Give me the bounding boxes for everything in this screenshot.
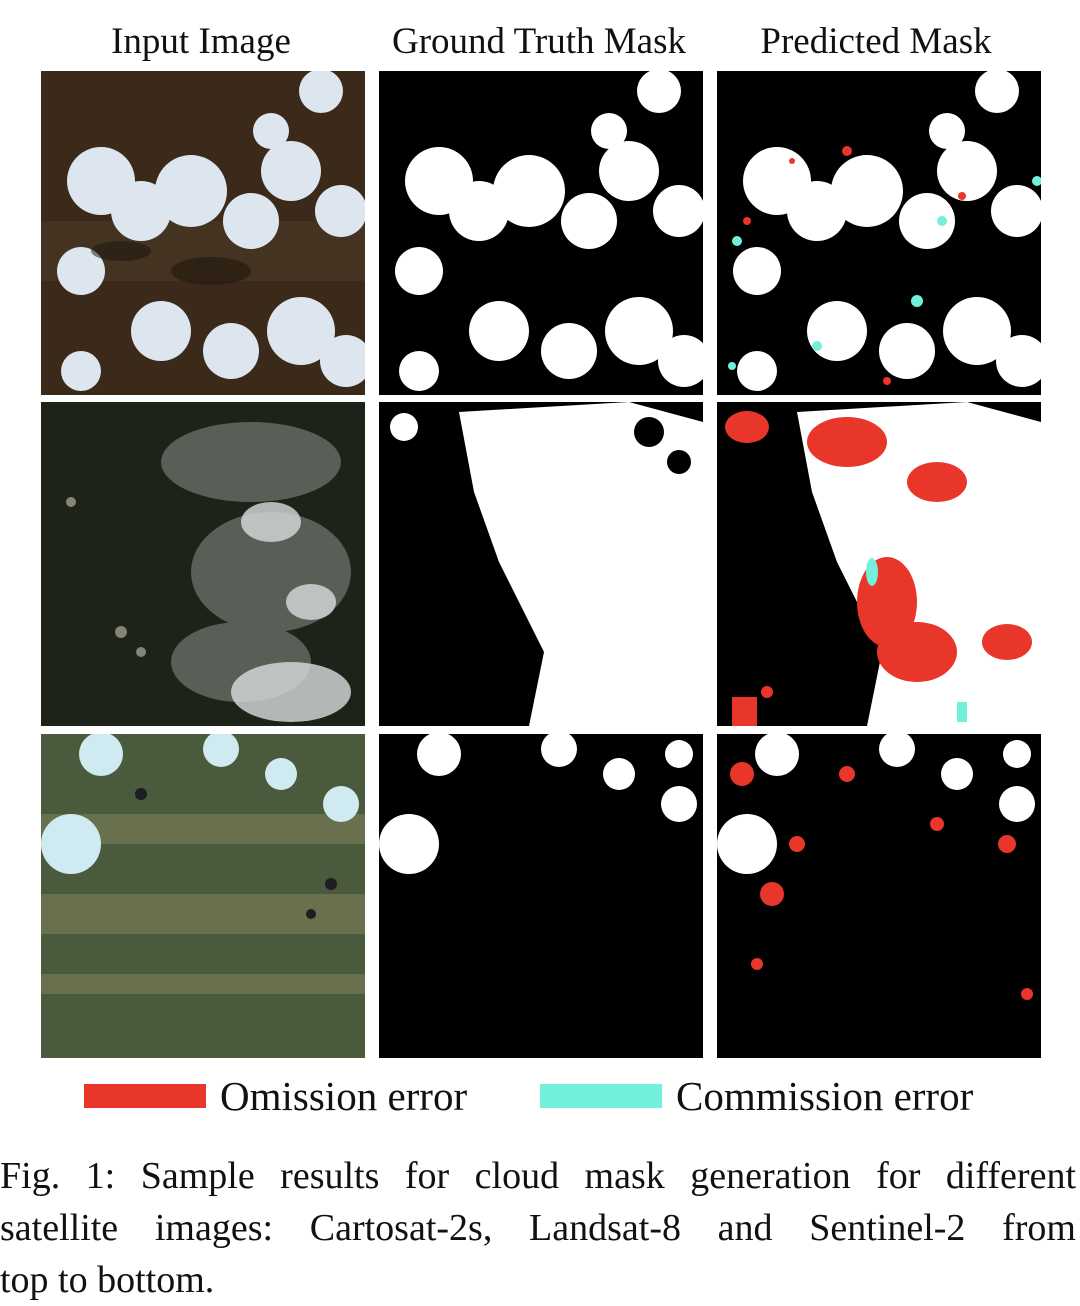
input-image-cartosat <box>41 71 365 395</box>
ground-truth-mask-landsat <box>379 402 703 726</box>
input-image-landsat <box>41 402 365 726</box>
figure-caption: Fig. 1: Sample results for cloud mask ge… <box>0 1150 1076 1306</box>
input-image-sentinel <box>41 734 365 1058</box>
predicted-mask-landsat <box>717 402 1041 726</box>
ground-truth-mask-sentinel <box>379 734 703 1058</box>
column-title-ground-truth-mask: Ground Truth Mask <box>392 21 686 62</box>
predicted-mask-cartosat <box>717 71 1041 395</box>
column-title-input-image: Input Image <box>111 21 291 62</box>
commission-error-label: Commission error <box>676 1073 974 1119</box>
predicted-mask-sentinel <box>717 734 1041 1058</box>
caption-line-3: top to bottom. <box>0 1259 215 1301</box>
ground-truth-mask-cartosat <box>379 71 703 395</box>
caption-line-2: satellite images: Cartosat-2s, Landsat-8… <box>0 1207 1076 1249</box>
commission-error-swatch <box>540 1084 662 1108</box>
column-title-predicted-mask: Predicted Mask <box>760 21 992 62</box>
caption-line-1: Fig. 1: Sample results for cloud mask ge… <box>0 1155 1076 1197</box>
omission-error-swatch <box>84 1084 206 1108</box>
omission-error-label: Omission error <box>220 1073 468 1119</box>
